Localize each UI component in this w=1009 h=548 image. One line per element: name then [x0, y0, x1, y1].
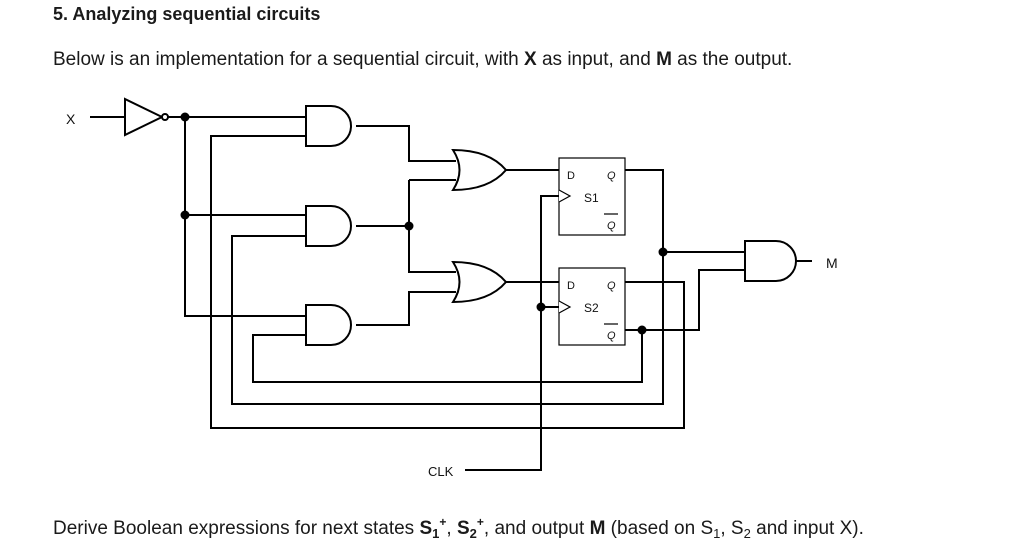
or-gate-2: [451, 260, 508, 304]
ff1-q-label: Q: [607, 170, 616, 182]
ff2-qbar-label: Q: [607, 330, 616, 342]
ff1-qbar-label: Q: [607, 220, 616, 232]
input-x-label: X: [66, 111, 76, 127]
clock-label: CLK: [428, 464, 454, 479]
wire-q2bar-feedback: [252, 330, 643, 383]
wire-and1-to-or1: [356, 125, 456, 162]
flip-flop-s1: D Q S1 Q: [558, 157, 626, 236]
output-m-label: M: [826, 255, 838, 271]
junctions: [180, 112, 668, 335]
wire-clk: [465, 195, 559, 471]
ff2-d-label: D: [567, 280, 575, 292]
intro-text: Below is an implementation for a sequent…: [53, 49, 793, 70]
and-gate-2: [305, 205, 352, 247]
flip-flop-s2: D Q S2 Q: [558, 267, 626, 346]
wire-x-vertical: [184, 117, 306, 317]
not-gate: [124, 97, 169, 137]
and-gate-output: [744, 240, 797, 282]
section-heading: 5. Analyzing sequential circuits: [53, 4, 321, 24]
or-gate-1: [451, 148, 508, 192]
ff1-name-label: S1: [584, 191, 599, 205]
circuit-wires: [90, 116, 812, 471]
wire-and3-to-or2: [356, 291, 456, 326]
wire-q2bar: [625, 269, 745, 331]
ff2-name-label: S2: [584, 301, 599, 315]
ff2-q-label: Q: [607, 280, 616, 292]
question-text: Derive Boolean expressions for next stat…: [53, 515, 864, 541]
wire-q1-feedback: [231, 169, 664, 405]
and-gate-3: [305, 304, 352, 346]
wire-and2-split: [408, 179, 456, 273]
and-gate-1: [305, 105, 352, 147]
wire-q2-feedback: [210, 135, 685, 429]
ff1-d-label: D: [567, 170, 575, 182]
